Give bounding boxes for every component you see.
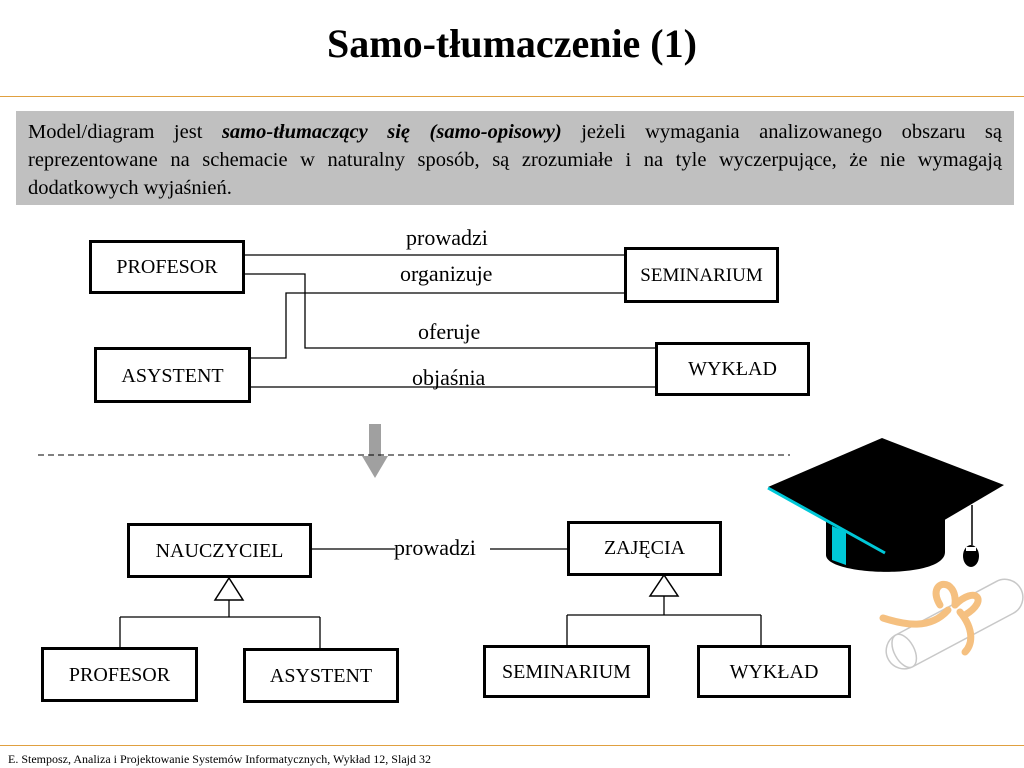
- footer-divider: [0, 745, 1024, 746]
- class-nauczyciel: NAUCZYCIEL: [127, 523, 312, 578]
- class-asystent: ASYSTENT: [94, 347, 251, 403]
- class-wyklad-label: WYKŁAD: [688, 358, 777, 380]
- subclass-wyklad: WYKŁAD: [697, 645, 851, 698]
- down-arrow-icon: [362, 424, 388, 478]
- subclass-seminarium-label: SEMINARIUM: [502, 661, 631, 683]
- assoc-label-objasnia: objaśnia: [412, 365, 485, 391]
- inheritance-triangle-nauczyciel: [215, 578, 243, 600]
- class-zajecia: ZAJĘCIA: [567, 521, 722, 576]
- assoc-label-oferuje: oferuje: [418, 319, 480, 345]
- class-nauczyciel-label: NAUCZYCIEL: [156, 540, 284, 562]
- subclass-profesor-label: PROFESOR: [69, 664, 170, 686]
- subclass-seminarium: SEMINARIUM: [483, 645, 650, 698]
- class-profesor: PROFESOR: [89, 240, 245, 294]
- class-seminarium: SEMINARIUM: [624, 247, 779, 303]
- assoc-label-prowadzi: prowadzi: [406, 225, 488, 251]
- class-wyklad: WYKŁAD: [655, 342, 810, 396]
- assoc-label-organizuje: organizuje: [400, 261, 492, 287]
- subclass-wyklad-label: WYKŁAD: [730, 661, 819, 683]
- diploma-scroll-icon: [880, 573, 1024, 675]
- class-profesor-label: PROFESOR: [116, 256, 217, 278]
- inheritance-triangle-zajecia: [650, 575, 678, 596]
- assoc-label-prowadzi-general: prowadzi: [394, 535, 476, 561]
- class-seminarium-label: SEMINARIUM: [640, 265, 762, 286]
- subclass-profesor: PROFESOR: [41, 647, 198, 702]
- graduation-cap-icon: [768, 438, 1004, 572]
- slide-footer: E. Stemposz, Analiza i Projektowanie Sys…: [8, 751, 431, 767]
- subclass-asystent-label: ASYSTENT: [270, 665, 372, 687]
- class-asystent-label: ASYSTENT: [121, 365, 223, 387]
- class-zajecia-label: ZAJĘCIA: [604, 537, 685, 559]
- subclass-asystent: ASYSTENT: [243, 648, 399, 703]
